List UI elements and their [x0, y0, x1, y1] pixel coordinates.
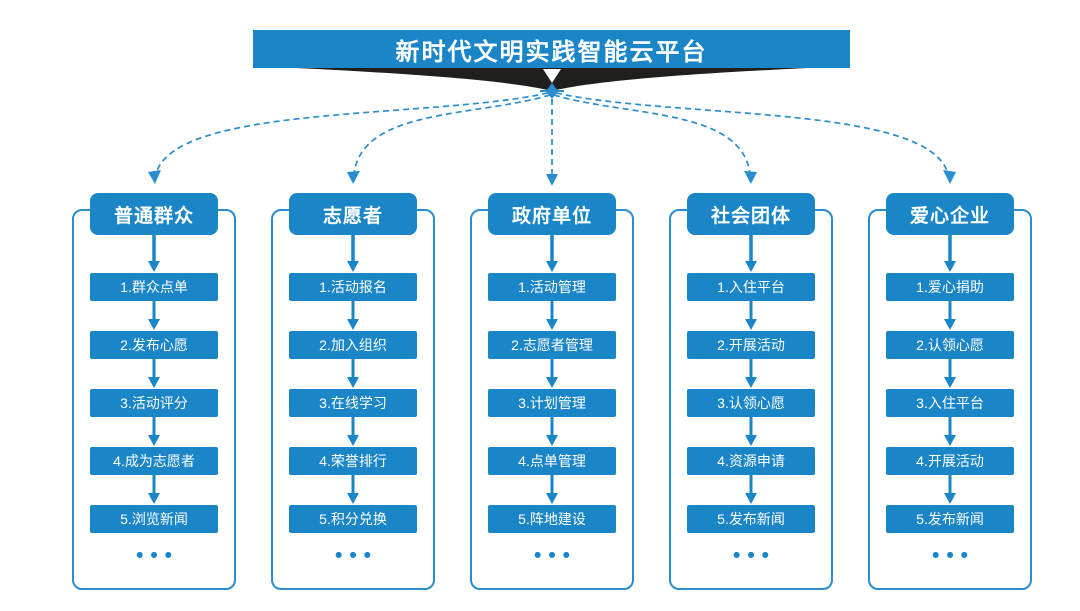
down-arrow-icon: [546, 359, 558, 388]
flow-step-box: 5.发布新闻: [886, 505, 1014, 533]
flow-step-box: 2.加入组织: [289, 331, 417, 359]
down-pointer-icon: [543, 69, 561, 83]
flow-step-box: 4.荣誉排行: [289, 447, 417, 475]
flow-step-box: 2.开展活动: [687, 331, 815, 359]
down-arrow-icon: [745, 359, 757, 388]
dashed-connector-col4: [553, 94, 751, 175]
flow-step-box: 3.认领心愿: [687, 389, 815, 417]
down-arrow-icon: [148, 235, 160, 272]
more-steps-indicator: •••: [135, 544, 180, 567]
down-arrow-icon: [745, 475, 757, 504]
role-header: 普通群众: [90, 193, 218, 235]
flow-step-box: 3.计划管理: [488, 389, 616, 417]
flow-step-box: 2.发布心愿: [90, 331, 218, 359]
flow-step-box: 3.入住平台: [886, 389, 1014, 417]
down-arrow-icon: [148, 359, 160, 388]
down-arrow-icon: [546, 235, 558, 272]
more-steps-indicator: •••: [931, 544, 976, 567]
flow-step-box: 5.积分兑换: [289, 505, 417, 533]
down-arrow-icon: [944, 475, 956, 504]
down-arrow-icon: [944, 235, 956, 272]
connector-arrowhead-col4: [744, 171, 757, 184]
platform-title: 新时代文明实践智能云平台: [253, 30, 850, 68]
flow-step-box: 2.认领心愿: [886, 331, 1014, 359]
role-column-4: 社会团体 1.入住平台 2.开展活动 3.认领心愿 4.资源申请 5.发布新闻 •••: [669, 193, 833, 590]
flow-step-box: 5.浏览新闻: [90, 505, 218, 533]
flow-step-box: 4.开展活动: [886, 447, 1014, 475]
flow-step-box: 4.成为志愿者: [90, 447, 218, 475]
role-header: 政府单位: [488, 193, 616, 235]
flow-step-box: 5.阵地建设: [488, 505, 616, 533]
flow-step-box: 4.资源申请: [687, 447, 815, 475]
flow-step-box: 5.发布新闻: [687, 505, 815, 533]
flow-step-box: 1.爱心捐助: [886, 273, 1014, 301]
down-arrow-icon: [347, 301, 359, 330]
flow-step-box: 2.志愿者管理: [488, 331, 616, 359]
more-steps-indicator: •••: [732, 544, 777, 567]
role-column-1: 普通群众 1.群众点单 2.发布心愿 3.活动评分 4.成为志愿者 5.浏览新闻 •••: [72, 193, 236, 590]
flow-step-box: 3.在线学习: [289, 389, 417, 417]
down-arrow-icon: [546, 475, 558, 504]
flow-step-box: 3.活动评分: [90, 389, 218, 417]
flow-step-box: 1.入住平台: [687, 273, 815, 301]
connector-arrowhead-col2: [347, 171, 360, 184]
more-steps-indicator: •••: [533, 544, 578, 567]
down-arrow-icon: [745, 235, 757, 272]
down-arrow-icon: [347, 235, 359, 272]
down-arrow-icon: [745, 301, 757, 330]
connector-arrowhead-col5: [943, 170, 956, 184]
dashed-connector-col2: [353, 94, 551, 175]
dashed-connector-col5: [555, 92, 949, 175]
down-arrow-icon: [148, 417, 160, 446]
flow-step-box: 1.群众点单: [90, 273, 218, 301]
down-arrow-icon: [944, 417, 956, 446]
role-column-3: 政府单位 1.活动管理 2.志愿者管理 3.计划管理 4.点单管理 5.阵地建设 •••: [470, 193, 634, 590]
down-arrow-icon: [944, 359, 956, 388]
down-arrow-icon: [347, 359, 359, 388]
down-arrow-icon: [347, 417, 359, 446]
role-header: 志愿者: [289, 193, 417, 235]
more-steps-indicator: •••: [334, 544, 379, 567]
connector-arrowhead-col1: [148, 170, 161, 184]
flow-step-box: 1.活动报名: [289, 273, 417, 301]
flow-step-box: 1.活动管理: [488, 273, 616, 301]
role-column-2: 志愿者 1.活动报名 2.加入组织 3.在线学习 4.荣誉排行 5.积分兑换 •••: [271, 193, 435, 590]
down-arrow-icon: [745, 417, 757, 446]
flow-step-box: 4.点单管理: [488, 447, 616, 475]
connector-arrowhead-col3: [546, 174, 558, 186]
role-header: 爱心企业: [886, 193, 1014, 235]
down-arrow-icon: [546, 301, 558, 330]
down-arrow-icon: [944, 301, 956, 330]
down-arrow-icon: [546, 417, 558, 446]
down-arrow-icon: [148, 475, 160, 504]
down-arrow-icon: [148, 301, 160, 330]
dashed-connector-col1: [155, 92, 549, 175]
role-column-5: 爱心企业 1.爱心捐助 2.认领心愿 3.入住平台 4.开展活动 5.发布新闻 •••: [868, 193, 1032, 590]
down-arrow-icon: [347, 475, 359, 504]
role-header: 社会团体: [687, 193, 815, 235]
